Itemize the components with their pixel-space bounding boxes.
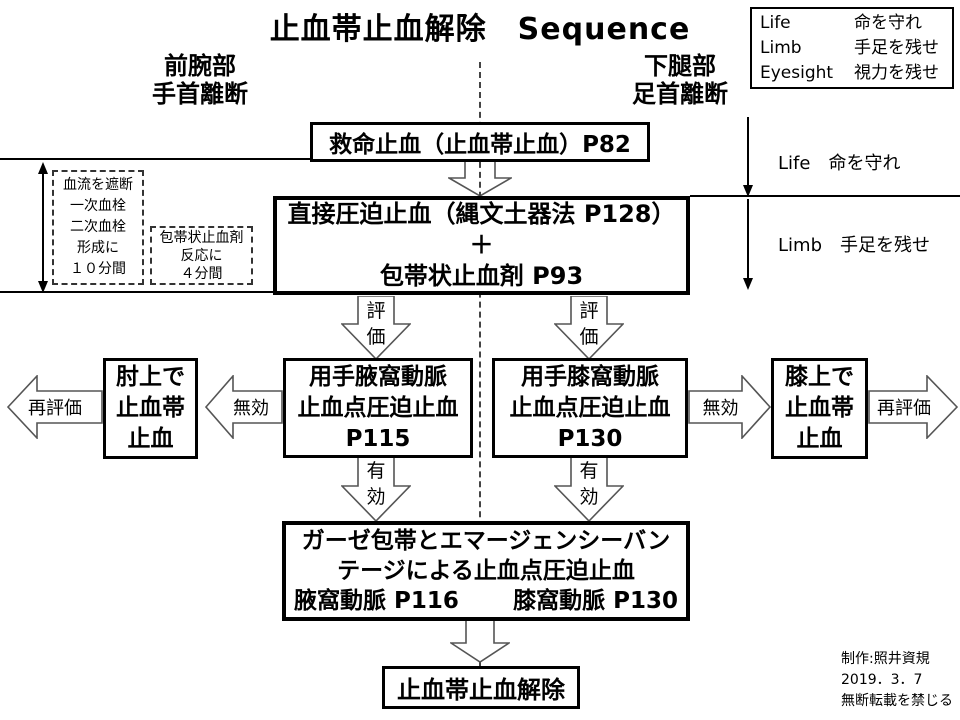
- agent-note-line1: 包帯状止血剤: [159, 229, 244, 246]
- flow-arrow-final: [450, 619, 510, 663]
- legend-desc-eyesight: 視力を残せ: [854, 62, 939, 83]
- credit-notice: 無断転載を禁じる: [841, 693, 953, 709]
- above-knee-line2: 止血帯: [785, 395, 854, 421]
- flow-box-direct-pressure: 直接圧迫止血（縄文土器法 P128） ＋ 包帯状止血剤 P93: [273, 196, 690, 295]
- phase-note-limb: Limb 手足を残せ: [778, 235, 930, 256]
- legend-term-eyesight: Eyesight: [760, 62, 834, 83]
- region-label-lowerleg: 下腿部 足首離断: [605, 52, 755, 108]
- right-phase-arrows-icon: [743, 117, 753, 290]
- direct-pressure-line1: 直接圧迫止血（縄文土器法 P128）: [287, 200, 676, 228]
- section-line-left-bottom: [0, 291, 274, 293]
- above-elbow-line3: 止血: [127, 426, 174, 452]
- above-knee-line1: 膝上で: [785, 364, 854, 390]
- region-label-forearm-line1: 前腕部: [164, 52, 236, 80]
- above-knee-line3: 止血: [796, 426, 843, 452]
- flow-arrow-effective-left: 有 効: [341, 456, 411, 522]
- left-arrow-icon: [7, 375, 103, 439]
- flow-arrow-evaluate-left: 評 価: [341, 296, 411, 360]
- section-line-right: [690, 195, 960, 197]
- clot-note-line4: 形成に: [77, 240, 119, 256]
- flow-box-tourniquet-release: 止血帯止血解除: [382, 666, 580, 709]
- flow-arrow-reevaluate-right: 再評価: [868, 375, 958, 439]
- clot-note-line5: １０分間: [70, 261, 126, 277]
- flow-arrow-ineffective-right: 無効: [688, 375, 771, 439]
- clot-note-line3: 二次血栓: [70, 219, 126, 235]
- clot-note-line1: 血流を遮断: [63, 177, 133, 193]
- legend-desc-limb: 手足を残せ: [854, 37, 939, 58]
- flow-box-tourniquet-above-elbow: 肘上で 止血帯 止血: [103, 358, 198, 459]
- note-box-hemostatic-agent: 包帯状止血剤 反応に ４分間: [150, 226, 253, 285]
- clot-note-line2: 一次血栓: [70, 198, 126, 214]
- flow-box-popliteal-artery: 用手膝窩動脈 止血点圧迫止血 P130: [492, 358, 688, 458]
- down-arrow-icon: [341, 296, 411, 360]
- down-arrow-icon: [554, 456, 624, 522]
- direct-pressure-line2: ＋: [469, 231, 494, 259]
- flow-arrow-reevaluate-left: 再評価: [7, 375, 103, 439]
- axillary-line2: 止血点圧迫止血: [297, 394, 459, 421]
- page-title: 止血帯止血解除 Sequence: [269, 12, 691, 47]
- flow-arrow-evaluate-right: 評 価: [554, 296, 624, 360]
- gauze-line3: 腋窩動脈 P116 膝窩動脈 P130: [286, 586, 686, 616]
- down-arrow-icon: [341, 456, 411, 522]
- right-arrow-icon: [868, 375, 958, 439]
- center-divider-dashed-line: [479, 62, 481, 667]
- credit-author: 制作:照井資規: [841, 651, 930, 667]
- flow-arrow-effective-right: 有 効: [554, 456, 624, 522]
- right-arrow-icon: [688, 375, 771, 439]
- left-arrow-icon: [205, 375, 283, 439]
- gauze-line2: テージによる止血点圧迫止血: [337, 558, 635, 584]
- legend-row-eyesight: Eyesight 視力を残せ: [760, 61, 944, 86]
- legend-desc-life: 命を守れ: [854, 12, 922, 33]
- flow-arrow-ineffective-left: 無効: [205, 375, 283, 439]
- credit-block: 制作:照井資規 2019．3．7 無断転載を禁じる: [841, 649, 953, 712]
- gauze-line3-right: 膝窩動脈 P130: [513, 588, 678, 614]
- above-elbow-line1: 肘上で: [116, 364, 185, 390]
- flow-box-gauze-bandage: ガーゼ包帯とエマージェンシーバン テージによる止血点圧迫止血 腋窩動脈 P116…: [282, 521, 690, 621]
- region-label-lowerleg-line1: 下腿部: [644, 52, 716, 80]
- popliteal-line2: 止血点圧迫止血: [509, 394, 671, 421]
- above-elbow-line2: 止血帯: [116, 395, 185, 421]
- flow-box-tourniquet-above-knee: 膝上で 止血帯 止血: [771, 358, 868, 459]
- phase-note-life: Life 命を守れ: [778, 153, 901, 174]
- timespan-double-arrow-icon: [38, 162, 48, 293]
- down-arrow-icon: [554, 296, 624, 360]
- flow-box-lifesaving-hemostasis-text: 救命止血（止血帯止血）P82: [329, 132, 631, 158]
- note-box-clot-formation: 血流を遮断 一次血栓 二次血栓 形成に １０分間: [52, 170, 144, 285]
- popliteal-line3: P130: [557, 425, 623, 452]
- axillary-line3: P115: [345, 425, 411, 452]
- section-line-left-top: [0, 158, 310, 160]
- axillary-line1: 用手腋窩動脈: [309, 363, 447, 390]
- flow-box-lifesaving-hemostasis: 救命止血（止血帯止血）P82: [310, 122, 650, 162]
- tourniquet-release-text: 止血帯止血解除: [397, 676, 565, 704]
- region-label-forearm-line2: 手首離断: [152, 80, 248, 108]
- down-arrow-icon: [450, 619, 510, 663]
- gauze-line1: ガーゼ包帯とエマージェンシーバン: [301, 528, 671, 554]
- direct-pressure-line3: 包帯状止血剤 P93: [379, 262, 584, 290]
- legend-term-limb: Limb: [760, 37, 802, 58]
- legend-box: Life 命を守れ Limb 手足を残せ Eyesight 視力を残せ: [750, 7, 954, 89]
- agent-note-line2: 反応に: [180, 247, 223, 264]
- legend-row-life: Life 命を守れ: [760, 11, 944, 36]
- popliteal-line1: 用手膝窩動脈: [521, 363, 659, 390]
- legend-term-life: Life: [760, 12, 791, 33]
- gauze-line3-left: 腋窩動脈 P116: [294, 588, 459, 614]
- region-label-forearm: 前腕部 手首離断: [125, 52, 275, 108]
- region-label-lowerleg-line2: 足首離断: [632, 80, 728, 108]
- legend-row-limb: Limb 手足を残せ: [760, 36, 944, 61]
- agent-note-line3: ４分間: [180, 265, 223, 282]
- credit-date: 2019．3．7: [841, 672, 923, 688]
- flow-box-axillary-artery: 用手腋窩動脈 止血点圧迫止血 P115: [283, 358, 473, 458]
